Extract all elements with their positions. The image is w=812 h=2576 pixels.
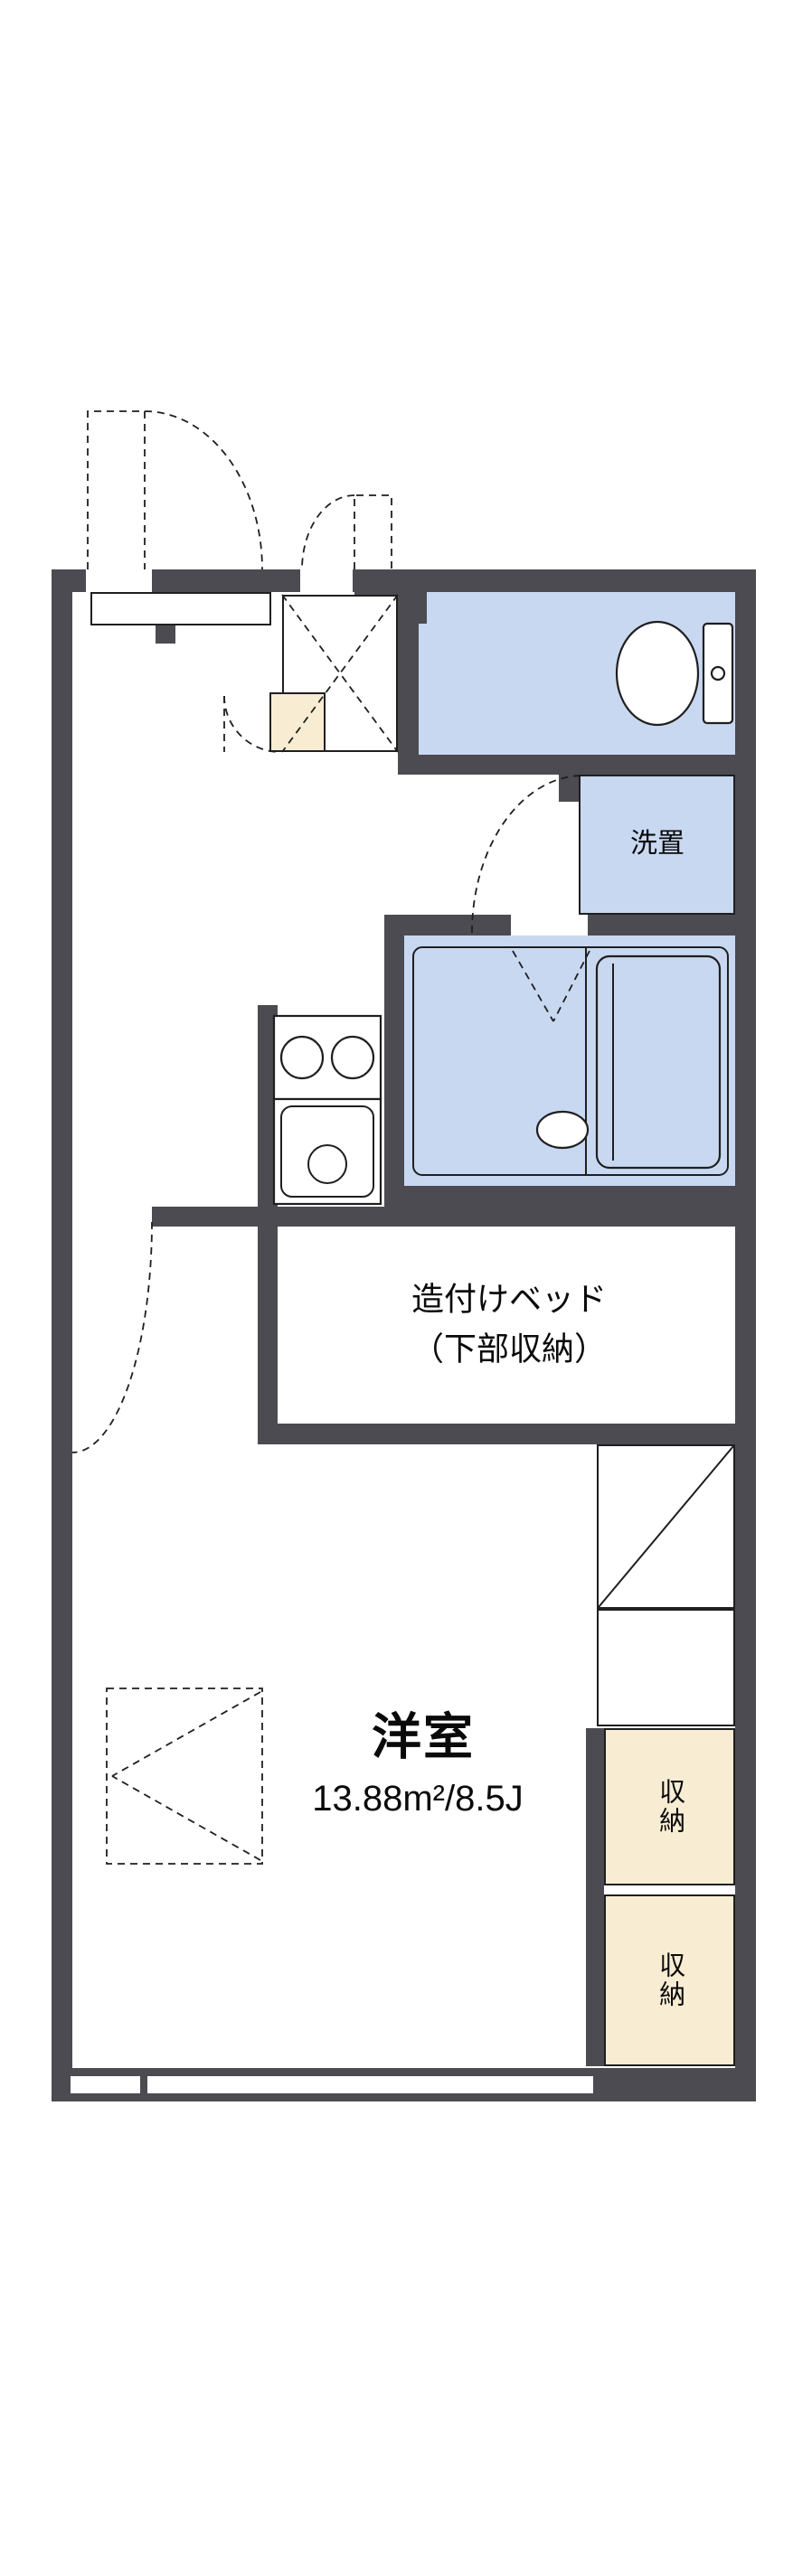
wall-toilet-divider bbox=[398, 569, 419, 755]
stove-burner-left-icon bbox=[279, 1035, 325, 1080]
window-bottom bbox=[71, 2076, 593, 2093]
wall-bathroom-bottom bbox=[384, 1186, 756, 1207]
hall-door-leaf bbox=[354, 494, 392, 569]
bathroom-room bbox=[404, 935, 735, 1186]
wall-right bbox=[735, 569, 756, 2101]
sink-box bbox=[272, 1097, 382, 1206]
hall-door-swing bbox=[301, 494, 355, 570]
wall-left bbox=[52, 569, 72, 2101]
toilet-room bbox=[419, 592, 735, 755]
livingroom-door-swing bbox=[71, 1221, 153, 1453]
futon-closet-triangle bbox=[111, 1691, 261, 1861]
wall-storage-left bbox=[586, 1728, 604, 2066]
stove-burner-right-icon bbox=[330, 1035, 375, 1080]
entrance-step bbox=[90, 592, 271, 625]
wall-under-toilet bbox=[398, 755, 756, 775]
washstand-room bbox=[579, 775, 735, 915]
open-box bbox=[597, 1609, 735, 1726]
opening-hall-door bbox=[300, 569, 353, 592]
front-door-leaf bbox=[87, 410, 146, 569]
opening-front-door bbox=[86, 569, 152, 592]
storage-lower-label: 収納 bbox=[655, 1951, 685, 2009]
washstand-label: 洗置 bbox=[630, 828, 685, 859]
opening-bath-door bbox=[511, 915, 588, 935]
bed-label-line2: （下部収納） bbox=[411, 1330, 608, 1368]
room-size-label: 13.88m²/8.5J bbox=[312, 1779, 524, 1819]
bed-label-line1: 造付けベッド bbox=[411, 1280, 608, 1318]
wall-washstand-stub bbox=[559, 775, 579, 802]
storage-lower-box bbox=[604, 1894, 735, 2066]
front-door-swing bbox=[144, 410, 263, 570]
sink-basin-icon bbox=[280, 1105, 374, 1198]
sink-drain-icon bbox=[307, 1144, 347, 1184]
futon-closet-outline bbox=[106, 1688, 263, 1865]
laundry-pan bbox=[269, 692, 326, 752]
window-tick bbox=[140, 2068, 147, 2101]
wall-bathroom-left bbox=[384, 935, 404, 1207]
wall-bed-bottom bbox=[258, 1424, 756, 1444]
room-name-label: 洋室 bbox=[371, 1708, 476, 1765]
diagonal-box bbox=[597, 1444, 735, 1609]
wall-bed-top bbox=[152, 1207, 756, 1227]
storage-upper-box bbox=[604, 1728, 735, 1885]
storage-upper-label: 収納 bbox=[655, 1778, 685, 1836]
stove-box bbox=[272, 1014, 382, 1101]
